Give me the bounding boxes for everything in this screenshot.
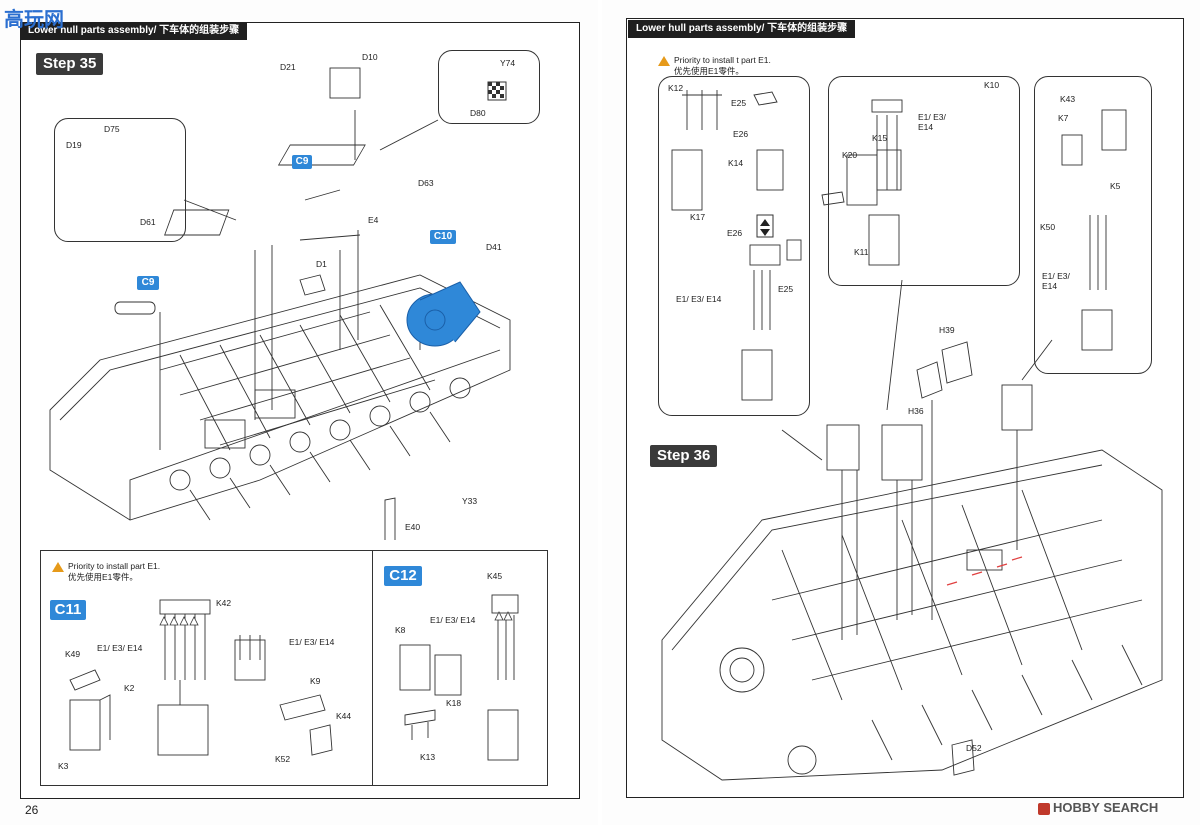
part-label: K8 [395,625,406,635]
part-label: D41 [486,242,502,252]
part-label: E40 [405,522,421,532]
part-label: K17 [690,212,706,222]
step36-drawing [661,90,1163,781]
right-page-header: Lower hull parts assembly/ 下车体的组装步骤 [628,20,856,38]
part-label: K20 [842,150,858,160]
k43-detail-box [1034,76,1152,374]
page-number: 26 [25,803,39,817]
part-label: E26 [733,129,749,139]
part-label: E4 [368,215,379,225]
part-label: K42 [216,598,232,608]
part-label: E25 [731,98,747,108]
c11-priority-note: Priority to install part E1. 优先使用E1零件。 [52,561,160,582]
part-label: K7 [1058,113,1069,123]
warning-icon [658,55,670,66]
part-label: K2 [124,683,135,693]
part-label: E1/ E3/ E14 [97,643,143,653]
right-page: Lower hull parts assembly/ 下车体的组装步骤 Prio… [602,0,1200,825]
part-label: E1/ E3/ E14 [289,637,335,647]
part-label: D61 [140,217,156,227]
step36-title: Step 36 [650,445,718,467]
part-label: E1/ E3/ E14 [1042,271,1070,291]
c11-c12-drawings [69,594,519,761]
part-label: K44 [336,711,352,721]
k12-detail-box [658,76,810,416]
part-label: K49 [65,649,81,659]
part-label: K52 [275,754,291,764]
part-label: K12 [668,83,684,93]
left-page-header: Lower hull parts assembly/ 下车体的组装步骤 [20,22,248,40]
part-label: H39 [939,325,955,335]
part-label: D10 [362,52,378,62]
part-label: Y74 [500,58,516,68]
part-label: E26 [727,228,743,238]
part-label: K3 [58,761,69,771]
hobby-search-logo-icon [1038,802,1050,815]
part-label: D52 [966,743,982,753]
part-label: K13 [420,752,436,762]
c11-panel [40,550,374,786]
part-label: H36 [908,406,924,416]
part-label: D1 [316,259,327,269]
part-label: K5 [1110,181,1121,191]
k10-detail-box [828,76,1020,286]
part-label: Y33 [462,496,478,506]
part-label: K9 [310,676,321,686]
part-label: D80 [470,108,486,118]
part-label: E1/ E3/ E14 [676,294,722,304]
part-label: K11 [854,247,869,257]
step35-title: Step 35 [36,53,104,75]
part-label: D19 [66,140,82,150]
part-label: K18 [446,698,462,708]
part-label: K45 [487,571,503,581]
part-label: D75 [104,124,120,134]
part-label: E1/ E3/ E14 [918,112,946,132]
d75-detail-box [54,118,186,242]
part-label: E1/ E3/ E14 [430,615,476,625]
part-label: D21 [280,62,296,72]
warning-icon [52,561,64,572]
part-label: D63 [418,178,434,188]
watermark-bottom: HOBBY SEARCH [1038,800,1158,815]
left-page: Lower hull parts assembly/ 下车体的组装步骤 Step… [0,0,598,825]
watermark-top: 高玩网 [4,9,64,31]
y74-decal [487,81,507,101]
step35-hull-drawing [49,67,511,540]
c12-title: C12 [384,566,422,586]
c11-title: C11 [50,600,86,620]
part-label: K50 [1040,222,1056,232]
c9-callout-left: C9 [137,276,159,290]
c12-panel [372,550,548,786]
part-label: K15 [872,133,888,143]
c10-callout: C10 [430,230,456,244]
part-label: K14 [728,158,744,168]
part-label: E25 [778,284,794,294]
c9-callout-top: C9 [292,155,312,169]
part-label: K43 [1060,94,1076,104]
priority-note: Priority to install t part E1. 优先使用E1零件。 [658,55,771,76]
part-label: K10 [984,80,1000,90]
